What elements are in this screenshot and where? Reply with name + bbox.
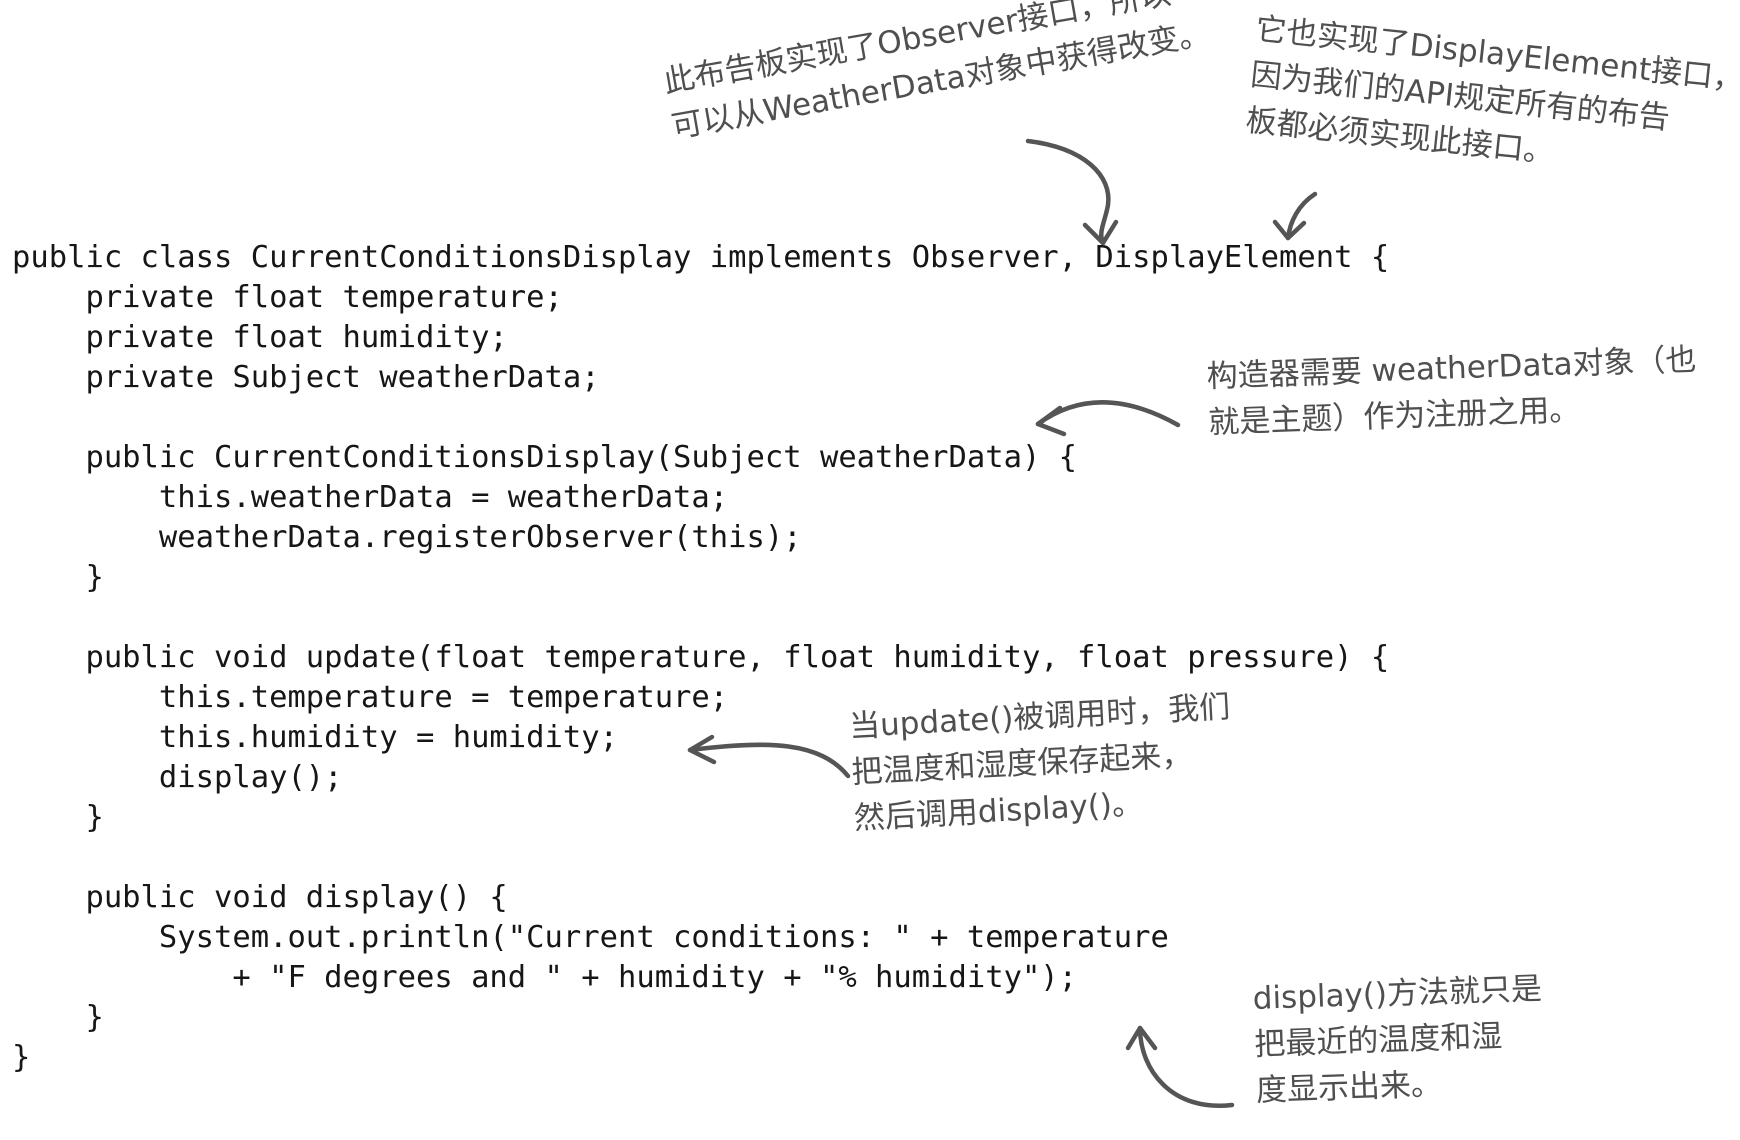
java-code-block: public class CurrentConditionsDisplay im… <box>12 238 1389 1078</box>
arrow-to-constructor <box>1035 400 1181 428</box>
arrow-to-display-element <box>1285 191 1318 241</box>
code-line: weatherData.registerObserver(this); <box>12 520 802 555</box>
code-line: public void update(float temperature, fl… <box>12 640 1390 675</box>
arrow-to-update <box>687 742 851 779</box>
code-line: } <box>12 800 104 835</box>
code-line: private float temperature; <box>12 280 563 315</box>
code-line: } <box>12 1000 104 1035</box>
arrow-to-observer <box>1025 138 1111 246</box>
arrowhead-update <box>687 734 717 765</box>
code-line: this.humidity = humidity; <box>12 720 618 755</box>
code-line: } <box>12 1040 31 1075</box>
arrowhead-constructor <box>1035 405 1067 437</box>
arrowhead-display-element <box>1272 219 1307 241</box>
arrowhead-observer <box>1082 219 1119 246</box>
code-line: System.out.println("Current conditions: … <box>12 920 1169 955</box>
arrowhead-display <box>1125 1025 1158 1051</box>
code-line: private float humidity; <box>12 320 508 355</box>
code-line: display(); <box>12 760 343 795</box>
arrow-to-display <box>1137 1025 1235 1109</box>
code-line: } <box>12 560 104 595</box>
code-line: + "F degrees and " + humidity + "% humid… <box>12 960 1078 995</box>
code-line: public class CurrentConditionsDisplay im… <box>12 240 1390 275</box>
code-line: this.weatherData = weatherData; <box>12 480 729 515</box>
code-line: this.temperature = temperature; <box>12 680 729 715</box>
code-line: public CurrentConditionsDisplay(Subject … <box>12 440 1078 475</box>
code-line: public void display() { <box>12 880 508 915</box>
code-line: private Subject weatherData; <box>12 360 600 395</box>
